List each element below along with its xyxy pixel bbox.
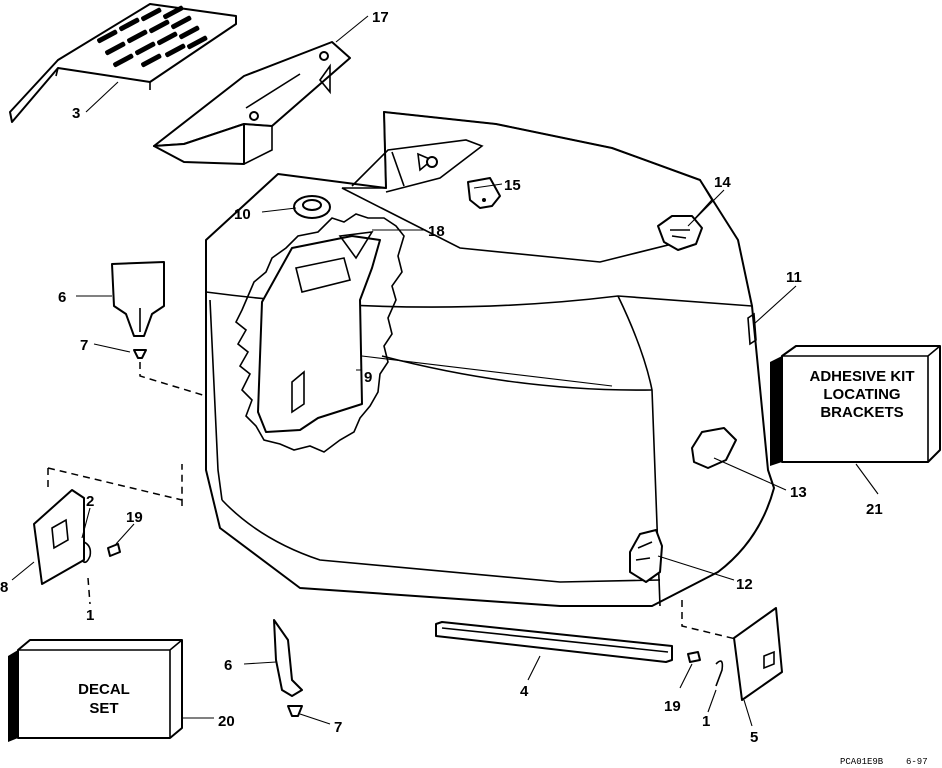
callout-10: 10 [234,206,251,223]
decal-label-line2: SET [89,700,118,717]
callout-21: 21 [866,501,883,518]
callout-11: 11 [786,269,802,286]
bracket-part-lower [273,619,303,697]
engine-cowl [205,111,775,607]
callout-19b: 19 [664,698,681,715]
leader-1b [707,689,717,713]
callout-7b: 7 [334,719,342,736]
callout-13: 13 [790,484,807,501]
latch-plate-part-5 [733,607,783,701]
leader-21 [855,463,879,495]
seal-strip-part-4 [435,621,673,663]
spring-part-1b [715,660,724,687]
callout-20: 20 [218,713,235,730]
leader-13 [713,457,787,491]
assembly-line-5 [681,600,741,641]
screw-part-19a [107,543,121,557]
assembly-line-1a [87,577,91,605]
callout-3: 3 [72,105,80,122]
screw-part-7a [133,349,147,359]
callout-8: 8 [0,579,8,596]
bracket-part-upper [111,261,165,337]
leader-7b [299,713,331,725]
leader-6b [243,661,277,665]
callout-6a: 6 [58,289,66,306]
callout-6b: 6 [224,657,232,674]
callout-4: 4 [520,683,529,700]
latch-plate-part-8 [33,489,85,585]
callout-2: 2 [86,493,94,510]
decal-label-line1: DECAL [78,681,130,698]
callout-1a: 1 [86,607,94,624]
drawing-code: PCA01E9B [840,757,884,767]
adhesive-label-line1: ADHESIVE KIT [809,368,914,385]
leader-4 [527,655,541,681]
leader-3 [85,81,119,113]
leader-9 [356,355,613,387]
leader-12 [657,555,735,581]
leader-17 [335,15,369,43]
leader-15 [473,183,503,189]
callout-5: 5 [750,729,758,746]
screw-part-19b [687,651,701,663]
adhesive-label-line3: BRACKETS [820,404,903,421]
intake-duct-part [153,41,351,165]
date-code: 6-97 [906,757,928,767]
leader-14 [687,189,725,227]
callout-7a: 7 [80,337,88,354]
callout-17: 17 [372,9,389,26]
callout-12: 12 [736,576,753,593]
callout-14: 14 [714,174,731,191]
leader-5 [743,699,753,727]
callout-15: 15 [504,177,521,194]
adhesive-kit-box [770,345,941,466]
callout-9: 9 [364,369,372,386]
callout-1b: 1 [702,713,710,730]
leader-2 [81,507,91,539]
callout-18: 18 [428,223,445,240]
leader-8 [11,561,35,581]
grille-cover-part [9,3,237,123]
leader-11 [753,285,797,325]
adhesive-label-line2: LOCATING [823,386,900,403]
screw-part-7b [287,705,303,717]
leader-19a [115,523,135,545]
leader-7a [93,343,131,353]
assembly-line-7a [139,362,207,397]
callout-19a: 19 [126,509,143,526]
leader-19b [679,663,693,689]
decal-set-box [8,639,183,742]
leader-10 [261,207,297,213]
assembly-line-8 [47,464,183,506]
spring-part-2 [81,541,92,564]
